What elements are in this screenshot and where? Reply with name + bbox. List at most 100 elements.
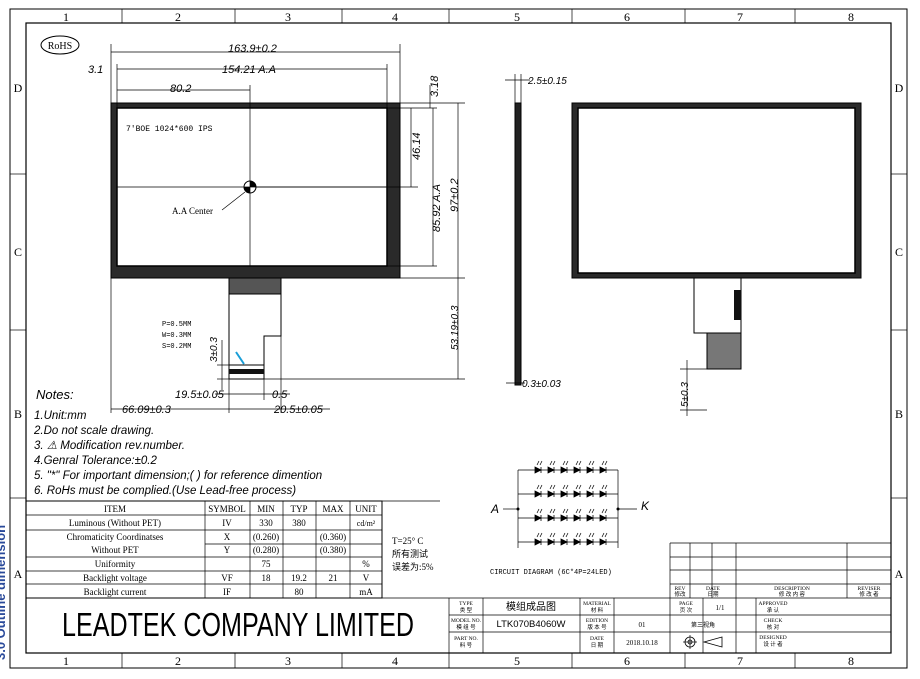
note-6: 6. RoHs must be complied.(Use Lead-free … xyxy=(34,485,296,497)
title-block xyxy=(26,542,891,653)
date-value: 2018.10.18 xyxy=(626,639,658,647)
led-emission-icon xyxy=(536,484,543,490)
front-view: 7'BOE 1024*600 IPS A.A Center P=0.5MM W=… xyxy=(88,43,465,416)
model-value: LTK070B4060W xyxy=(496,619,565,630)
fpc-connector xyxy=(228,277,282,295)
row-label: A xyxy=(895,567,904,581)
note-3: 3. ⚠ Modification rev.number. xyxy=(34,440,185,452)
svg-text:19.2: 19.2 xyxy=(291,573,307,583)
dim-fpc-x: 66.09±0.3 xyxy=(122,404,172,416)
side-title: 3.0 Outline dimension xyxy=(0,525,8,660)
th-symbol: SYMBOL xyxy=(208,504,246,514)
dim-fpc-thickness: 0.3±0.03 xyxy=(522,379,561,390)
dim-aa-height: 85.92 A.A xyxy=(431,184,443,232)
led-icon xyxy=(534,490,542,498)
led-emission-icon xyxy=(562,484,569,490)
svg-text:MODEL NO.: MODEL NO. xyxy=(451,618,482,624)
note-2: 2.Do not scale drawing. xyxy=(33,425,154,437)
led-emission-icon xyxy=(601,484,608,490)
led-icon xyxy=(560,466,568,474)
row-label: B xyxy=(14,407,22,421)
aa-center-label: A.A Center xyxy=(172,206,213,216)
svg-text:VF: VF xyxy=(221,573,233,583)
table-row: Without PET Y (0.280) (0.380) xyxy=(91,545,346,555)
led-emission-icon xyxy=(536,508,543,514)
led-icon xyxy=(534,466,542,474)
svg-text:cd/m²: cd/m² xyxy=(357,519,376,528)
panel-label: 7'BOE 1024*600 IPS xyxy=(126,125,213,134)
led-icon xyxy=(573,466,581,474)
led-icon xyxy=(547,538,555,546)
svg-text:Backlight voltage: Backlight voltage xyxy=(83,573,147,583)
fpc-pitch-p: P=0.5MM xyxy=(162,321,191,329)
svg-text:承 认: 承 认 xyxy=(767,606,780,614)
column-labels-bottom: 1 2 3 4 5 6 7 8 xyxy=(63,654,854,668)
led-emission-icon xyxy=(575,532,582,538)
col-label: 4 xyxy=(392,654,398,668)
rohs-badge xyxy=(40,35,80,55)
led-icon xyxy=(573,514,581,522)
svg-text:Uniformity: Uniformity xyxy=(95,559,136,569)
rohs-text: RoHS xyxy=(48,41,72,52)
svg-text:CHECK: CHECK xyxy=(764,618,783,624)
col-label: 1 xyxy=(63,10,69,24)
led-icon xyxy=(560,514,568,522)
led-emission-icon xyxy=(575,460,582,466)
svg-text:修 改 者: 修 改 者 xyxy=(859,590,879,598)
th-item: ITEM xyxy=(104,504,126,514)
led-icon xyxy=(534,538,542,546)
led-icon xyxy=(599,466,607,474)
test-condition-2: 所有测试 xyxy=(392,548,428,559)
svg-text:Backlight current: Backlight current xyxy=(84,587,147,597)
led-emission-icon xyxy=(549,508,556,514)
table-row: Uniformity 75 % xyxy=(95,559,371,569)
led-icon xyxy=(599,538,607,546)
svg-text:第三视角: 第三视角 xyxy=(691,621,715,629)
th-typ: TYP xyxy=(290,504,307,514)
back-inner xyxy=(577,107,856,274)
svg-text:mA: mA xyxy=(359,587,373,597)
svg-text:Luminous (Without PET): Luminous (Without PET) xyxy=(69,518,161,528)
led-emission-icon xyxy=(588,484,595,490)
table-row: Backlight current IF 80 mA xyxy=(84,587,374,597)
svg-text:修改: 修改 xyxy=(674,590,686,598)
svg-text:REV: REV xyxy=(675,586,686,592)
dim-fpc-length: 53.19±0.3 xyxy=(450,305,461,350)
led-emission-icon xyxy=(575,484,582,490)
svg-text:(0.280): (0.280) xyxy=(253,545,279,555)
svg-text:设 计 者: 设 计 者 xyxy=(763,640,783,648)
svg-text:380: 380 xyxy=(292,518,306,528)
dim-center-x: 80.2 xyxy=(170,83,191,95)
svg-text:DATE: DATE xyxy=(706,586,721,592)
table-row: Luminous (Without PET) IV 330 380 cd/m² xyxy=(69,518,376,528)
svg-text:Without PET: Without PET xyxy=(91,545,139,555)
col-label: 3 xyxy=(285,654,291,668)
notes-title: Notes: xyxy=(36,387,74,402)
svg-text:Y: Y xyxy=(224,545,231,555)
led-icon xyxy=(560,538,568,546)
dim-thickness: 2.5±0.15 xyxy=(527,76,567,87)
col-label: 7 xyxy=(737,10,743,24)
led-icon xyxy=(534,514,542,522)
svg-text:IV: IV xyxy=(222,518,232,528)
svg-text:DESIGNED: DESIGNED xyxy=(759,635,787,641)
led-icon xyxy=(599,490,607,498)
th-min: MIN xyxy=(257,504,275,514)
led-emission-icon xyxy=(601,460,608,466)
svg-text:MATERIAL: MATERIAL xyxy=(583,601,611,607)
col-label: 1 xyxy=(63,654,69,668)
svg-text:(0.360): (0.360) xyxy=(320,532,346,542)
svg-text:DESCRIPTION: DESCRIPTION xyxy=(774,586,810,592)
company-name: LEADTEK COMPANY LIMITED xyxy=(62,606,414,643)
row-label: C xyxy=(14,245,22,259)
note-5: 5. "*" For important dimension;( ) for r… xyxy=(34,470,322,482)
svg-text:(0.260): (0.260) xyxy=(253,532,279,542)
cathode-label: K xyxy=(641,499,650,513)
col-label: 8 xyxy=(848,654,854,668)
test-condition-3: 误差为:5% xyxy=(392,561,434,572)
led-icon xyxy=(586,538,594,546)
col-label: 8 xyxy=(848,10,854,24)
svg-text:核 对: 核 对 xyxy=(767,623,780,631)
svg-text:(0.380): (0.380) xyxy=(320,545,346,555)
